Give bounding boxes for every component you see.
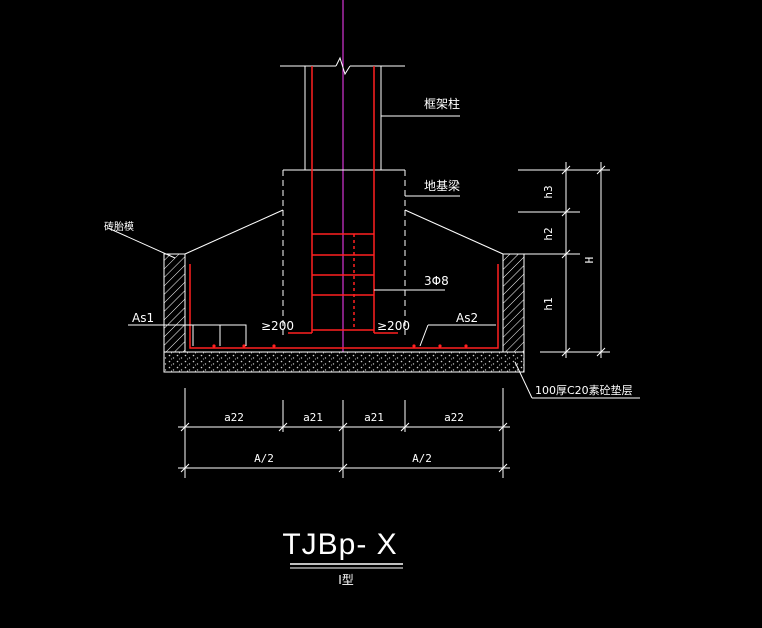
- brick-mold-left: [163, 253, 186, 353]
- dim-a21-right: a21: [364, 411, 384, 424]
- frame-column-label: 框架柱: [424, 96, 460, 111]
- dim-h3: h3: [542, 185, 555, 198]
- dim-H: H: [583, 257, 596, 264]
- min-spacing-left-label: ≥200: [261, 319, 294, 333]
- vertical-dimensions: [518, 162, 610, 358]
- stirrup-label: 3Φ8: [424, 274, 449, 288]
- horizontal-dimensions: [178, 388, 510, 478]
- dim-a22-right: a22: [444, 411, 464, 424]
- ground-beam: [282, 169, 406, 335]
- frame-column: [280, 56, 405, 170]
- brick-mold-label: 砖胎模: [104, 220, 134, 233]
- cushion-leader: [514, 361, 533, 399]
- dim-half-right: A/2: [412, 452, 432, 465]
- drawing-type-label: Ⅰ型: [338, 573, 354, 587]
- rebar-group: [189, 66, 499, 349]
- brick-mold-right: [502, 253, 525, 353]
- dim-h1: h1: [542, 297, 555, 310]
- min-spacing-right-label: ≥200: [377, 319, 410, 333]
- dim-a22-left: a22: [224, 411, 244, 424]
- dim-half-left: A/2: [254, 452, 274, 465]
- cushion-label: 100厚C20素砼垫层: [535, 383, 633, 397]
- cushion-layer: [163, 351, 525, 373]
- ground-beam-label: 地基梁: [424, 178, 460, 193]
- as2-label: As2: [456, 311, 478, 325]
- rebar-dots: [212, 344, 468, 348]
- dim-h2: h2: [542, 227, 555, 240]
- drawing-title: TJBp- X: [282, 528, 397, 561]
- brick-mold-leader: [107, 227, 176, 259]
- dim-a21-left: a21: [303, 411, 323, 424]
- as1-bar-marker: [128, 324, 247, 346]
- as1-label: As1: [132, 311, 154, 325]
- as2-leader-tail: [419, 324, 429, 347]
